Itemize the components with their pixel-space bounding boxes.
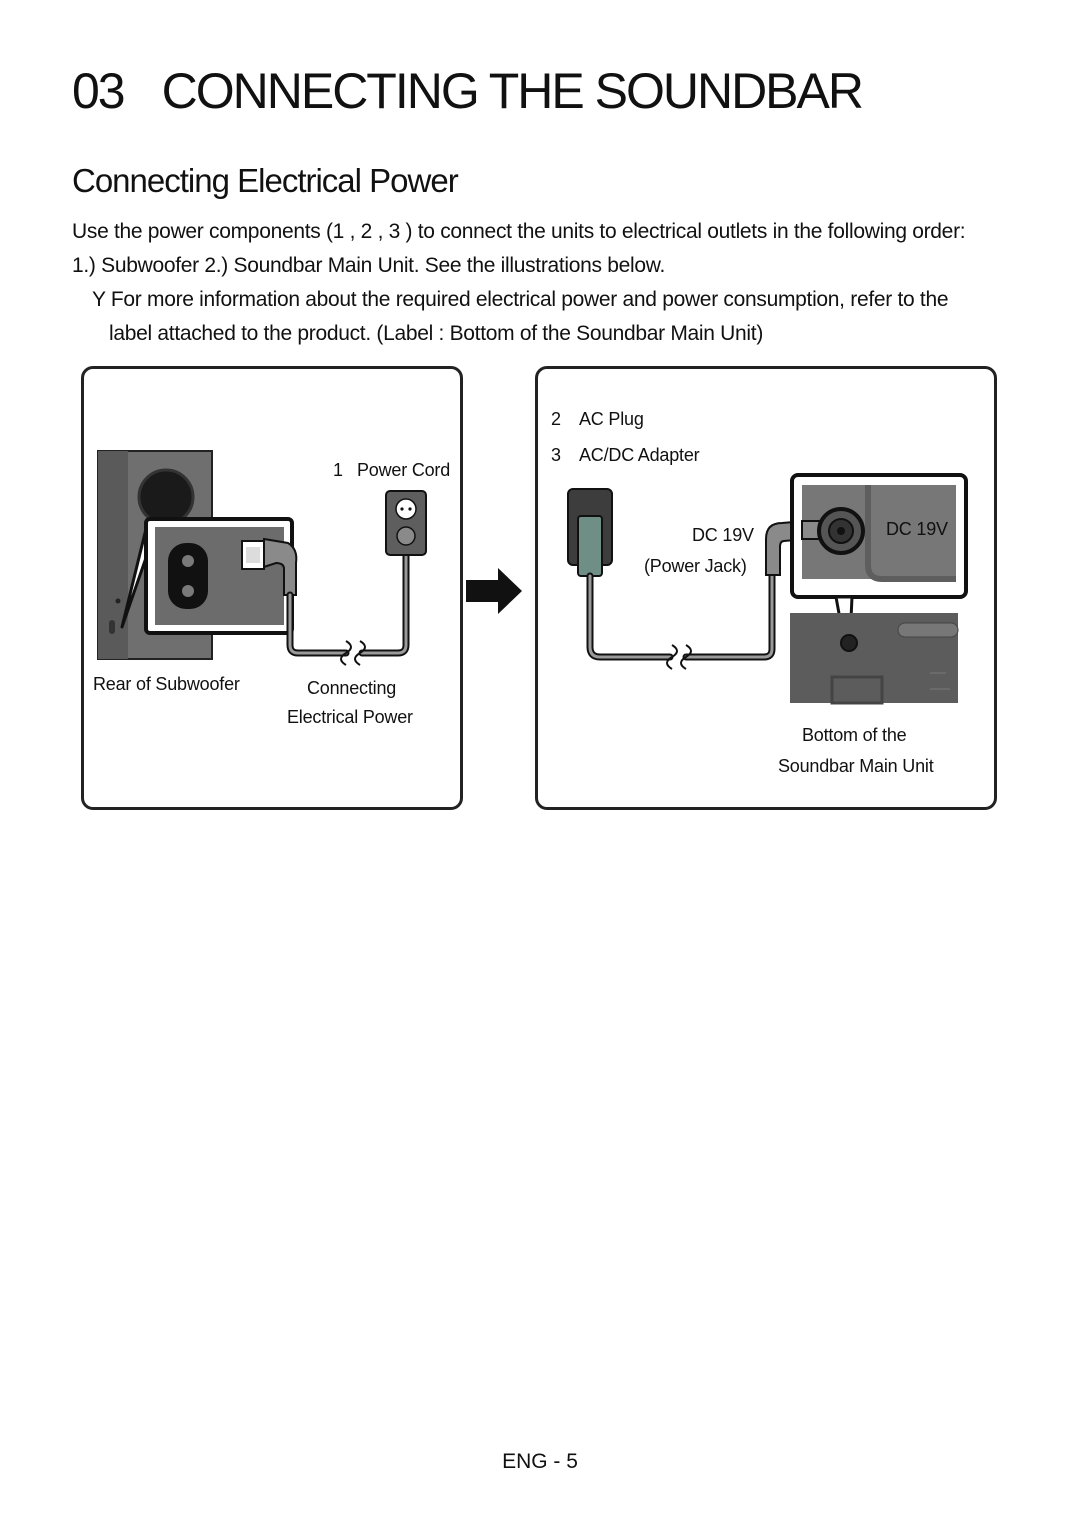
ac-plug-number: 2 — [551, 409, 561, 429]
power-socket — [168, 543, 208, 609]
page-number: ENG - 5 — [502, 1450, 578, 1473]
dc-19v-inset-label: DC 19V — [886, 519, 948, 539]
bottom-of-soundbar-line-1: Bottom of the — [802, 725, 907, 745]
note-line-2: label attached to the product. (Label : … — [109, 322, 764, 345]
connecting-label-line-1: Connecting — [307, 678, 397, 698]
note-line-1: Y For more information about the require… — [92, 288, 949, 311]
body-line-1: Use the power components (1 , 2 , 3 ) to… — [72, 220, 966, 243]
adapter-number: 3 — [551, 445, 561, 465]
next-step-arrow-icon — [466, 568, 522, 614]
connecting-label-line-2: Electrical Power — [287, 707, 413, 727]
subwoofer-port — [137, 468, 195, 526]
body-line-2: 1.) Subwoofer 2.) Soundbar Main Unit. Se… — [72, 254, 666, 277]
rear-of-subwoofer-label: Rear of Subwoofer — [93, 674, 240, 694]
soundbar-illustration — [567, 473, 968, 705]
dc-19v-label: DC 19V — [692, 525, 754, 545]
chapter-title: CONNECTING THE SOUNDBAR — [161, 63, 864, 119]
power-cord-number: 1 — [333, 460, 343, 480]
section-title: Connecting Electrical Power — [72, 162, 459, 199]
bottom-of-soundbar-line-2: Soundbar Main Unit — [778, 756, 934, 776]
chapter-heading: 03 CONNECTING THE SOUNDBAR — [72, 62, 864, 120]
power-jack-label: (Power Jack) — [644, 556, 747, 576]
subwoofer-illustration — [97, 450, 427, 666]
chapter-number: 03 — [72, 63, 126, 119]
